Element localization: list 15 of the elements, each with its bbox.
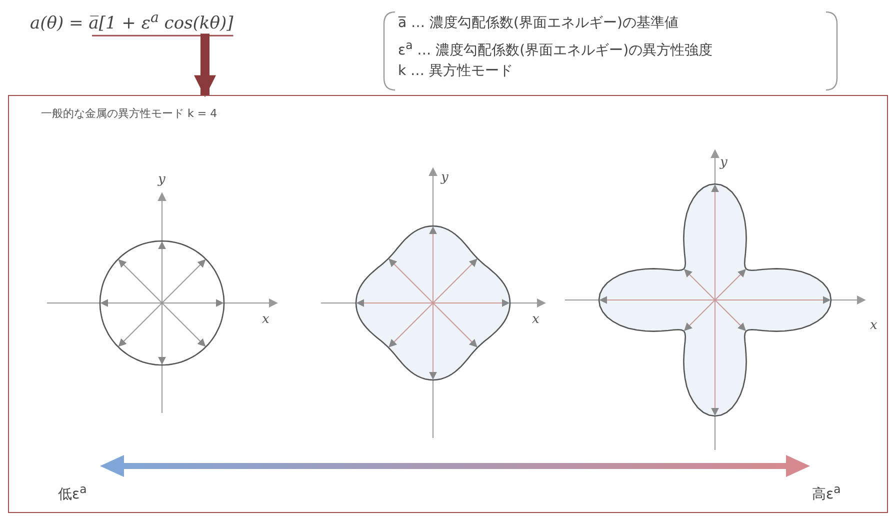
axis-label: y xyxy=(720,155,728,170)
definition-text: ε$^{a}$ … 濃度勾配係数(界面エネルギー)の異方性強度 xyxy=(398,38,713,60)
axis-label: y xyxy=(158,172,166,187)
scale-label: 低ε$^{a}$ xyxy=(58,482,87,504)
panel-title: 一般的な金属の異方性モード k = 4 xyxy=(41,106,218,121)
definition-text: a̅ … 濃度勾配係数(界面エネルギー)の基準値 xyxy=(398,14,678,32)
axis-label: x xyxy=(870,318,878,333)
arrow xyxy=(194,34,216,98)
formula: a(θ) = a̅[1 + ε$^{a}$ cos(kθ)] xyxy=(30,10,234,34)
axis-label: y xyxy=(441,170,448,185)
axis-label: x xyxy=(262,312,270,327)
definition-text: k … 異方性モード xyxy=(398,62,514,80)
panel-box xyxy=(8,95,888,513)
scale-label: 高ε$^{a}$ xyxy=(812,482,841,504)
axis-label: x xyxy=(532,312,540,327)
